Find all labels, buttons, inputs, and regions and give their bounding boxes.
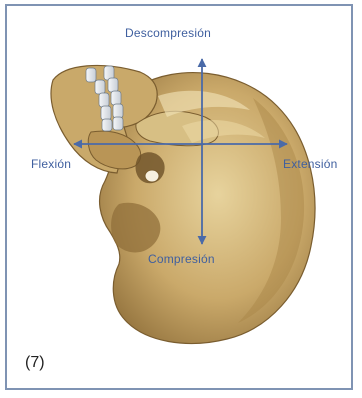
figure-number: (7) xyxy=(25,354,45,372)
label-compression: Compresión xyxy=(148,252,215,266)
ear-canal xyxy=(145,170,159,182)
figure-panel: Descompresión Flexión Extensión Compresi… xyxy=(5,4,353,390)
skull-illustration xyxy=(7,6,353,390)
label-extension: Extensión xyxy=(283,157,338,171)
label-decompression: Descompresión xyxy=(125,26,211,40)
label-flexion: Flexión xyxy=(31,157,71,171)
